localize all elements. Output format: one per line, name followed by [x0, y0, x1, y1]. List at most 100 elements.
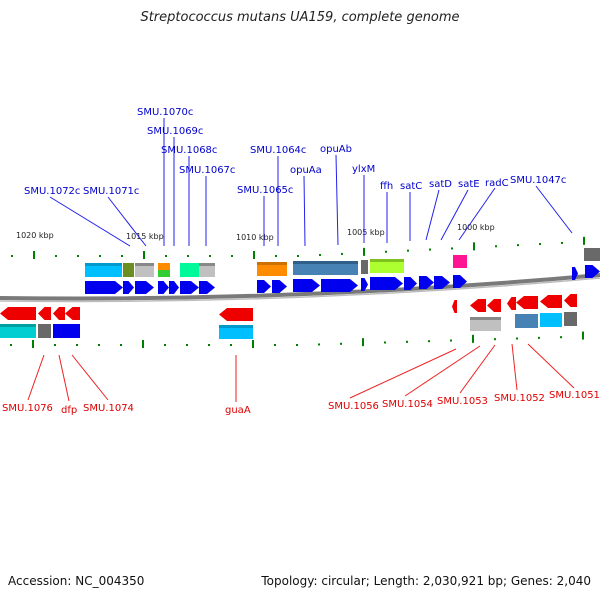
minor-tick — [209, 255, 211, 257]
reverse-gene-arrow[interactable] — [65, 307, 80, 320]
gene-label[interactable]: SMU.1076 — [2, 403, 53, 414]
forward-genes — [85, 265, 600, 294]
minor-tick — [10, 344, 12, 346]
gene-label[interactable]: satD — [429, 179, 452, 190]
gene-label[interactable]: SMU.1053 — [437, 396, 488, 407]
major-tick — [252, 340, 254, 348]
minor-tick — [297, 255, 299, 257]
gene-label[interactable]: radC — [485, 178, 509, 189]
forward-gene-arrow[interactable] — [585, 265, 600, 278]
minor-tick — [451, 247, 453, 250]
minor-tick — [231, 255, 233, 257]
reverse-gene-arrow[interactable] — [38, 307, 51, 320]
forward-gene-arrow[interactable] — [169, 281, 179, 294]
gene-label[interactable]: SMU.1069c — [147, 126, 203, 137]
minor-tick — [11, 255, 13, 257]
gene-label[interactable]: SMU.1072c — [24, 186, 80, 197]
forward-label-leaders — [49, 118, 573, 247]
reverse-gene-arrow[interactable] — [0, 307, 36, 320]
reverse-gene-arrow[interactable] — [564, 294, 577, 307]
gene-label[interactable]: SMU.1065c — [237, 185, 293, 196]
minor-tick — [516, 337, 518, 340]
minor-tick — [561, 241, 563, 244]
tick-label: 1000 kbp — [457, 223, 495, 232]
tick-marks-top — [11, 236, 585, 259]
gene-label[interactable]: SMU.1052 — [494, 393, 545, 404]
gene-label[interactable]: dfp — [61, 405, 77, 416]
major-tick — [253, 251, 255, 259]
reverse-gene-arrow[interactable] — [507, 297, 516, 310]
minor-tick — [120, 344, 122, 346]
minor-tick — [296, 344, 298, 346]
tick-label: 1005 kbp — [347, 228, 385, 237]
reverse-gene-arrow[interactable] — [470, 299, 486, 312]
reverse-label-leaders — [27, 343, 575, 402]
major-tick — [142, 340, 144, 348]
forward-gene-arrow[interactable] — [404, 277, 417, 290]
forward-gene-arrow[interactable] — [180, 281, 199, 294]
forward-gene-arrow[interactable] — [158, 281, 169, 294]
minor-tick — [99, 255, 101, 257]
forward-gene-arrow[interactable] — [293, 279, 320, 292]
genome-summary-text: Topology: circular; Length: 2,030,921 bp… — [261, 574, 591, 588]
minor-tick — [54, 344, 56, 346]
forward-gene-arrow[interactable] — [370, 277, 403, 290]
forward-gene-arrow[interactable] — [434, 276, 450, 289]
gene-label[interactable]: SMU.1068c — [161, 145, 217, 156]
gene-label[interactable]: SMU.1047c — [510, 175, 566, 186]
reverse-gene-arrow[interactable] — [487, 299, 501, 312]
gene-label[interactable]: ffh — [380, 181, 393, 192]
minor-tick — [186, 344, 188, 346]
minor-tick — [407, 249, 409, 252]
forward-gene-arrow[interactable] — [85, 281, 123, 294]
tick-label: 1020 kbp — [16, 231, 54, 240]
minor-tick — [318, 343, 320, 346]
gene-label[interactable]: SMU.1070c — [137, 107, 193, 118]
accession-text: Accession: NC_004350 — [8, 574, 145, 588]
minor-tick — [385, 250, 387, 253]
major-tick — [363, 247, 365, 256]
forward-gene-arrow[interactable] — [361, 278, 368, 291]
minor-tick — [76, 344, 78, 346]
gene-label[interactable]: opuAa — [290, 165, 322, 176]
gene-label[interactable]: SMU.1071c — [83, 186, 139, 197]
gene-label[interactable]: SMU.1054 — [382, 399, 433, 410]
gene-label[interactable]: SMU.1064c — [250, 145, 306, 156]
minor-tick — [165, 255, 167, 257]
reverse-gene-arrow[interactable] — [452, 300, 457, 313]
forward-gene-arrow[interactable] — [321, 279, 358, 292]
gene-label[interactable]: opuAb — [320, 144, 352, 155]
reverse-genes — [0, 294, 577, 321]
gene-label[interactable]: satE — [458, 179, 480, 190]
forward-gene-arrow[interactable] — [419, 276, 434, 289]
forward-gene-arrow[interactable] — [257, 280, 271, 293]
forward-gene-arrow[interactable] — [123, 281, 134, 294]
reverse-gene-arrow[interactable] — [540, 295, 562, 308]
major-tick — [472, 334, 474, 343]
gene-label[interactable]: ylxM — [352, 164, 375, 175]
major-tick — [582, 331, 584, 340]
forward-gene-arrow[interactable] — [272, 280, 287, 293]
forward-gene-arrow[interactable] — [572, 267, 578, 280]
gene-label[interactable]: satC — [400, 181, 422, 192]
forward-gene-arrow[interactable] — [453, 275, 467, 288]
gene-label[interactable]: SMU.1067c — [179, 165, 235, 176]
gene-label[interactable]: SMU.1056 — [328, 401, 379, 412]
forward-gene-arrow[interactable] — [199, 281, 215, 294]
forward-gene-arrow[interactable] — [135, 281, 154, 294]
gene-label[interactable]: SMU.1051 — [549, 390, 600, 401]
minor-tick — [495, 245, 497, 248]
reverse-gene-arrow[interactable] — [53, 307, 65, 320]
reverse-gene-arrow[interactable] — [219, 308, 253, 321]
minor-tick — [55, 255, 57, 257]
reverse-gene-arrow[interactable] — [516, 296, 538, 309]
major-tick — [583, 236, 585, 245]
minor-tick — [384, 341, 386, 344]
minor-tick — [429, 248, 431, 251]
minor-tick — [560, 336, 562, 339]
minor-tick — [77, 255, 79, 257]
gene-label[interactable]: SMU.1074 — [83, 403, 134, 414]
gene-label[interactable]: guaA — [225, 405, 251, 416]
map-title: Streptococcus mutans UA159, complete gen… — [140, 10, 460, 25]
